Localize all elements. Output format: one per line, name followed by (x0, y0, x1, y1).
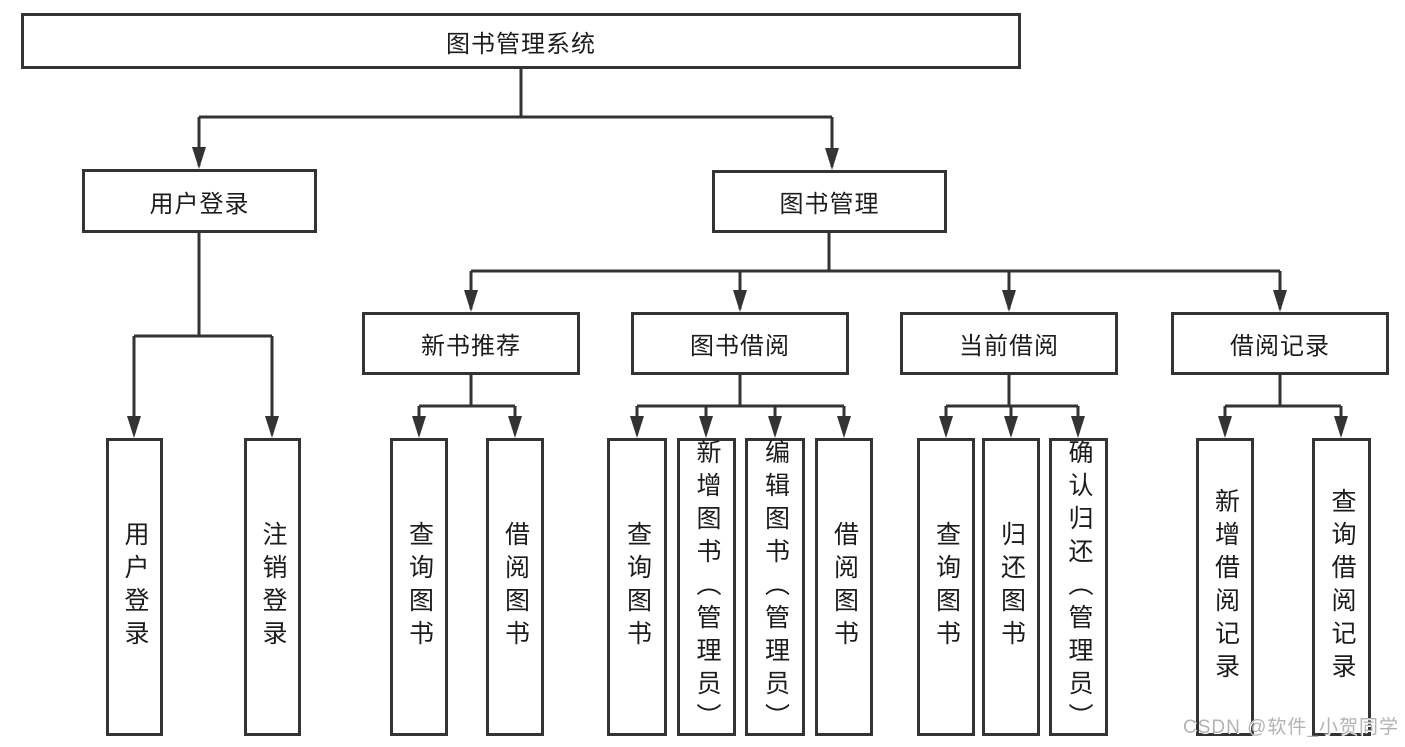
node-new-book-recommend: 新书推荐 (362, 312, 580, 375)
leaf-user-login: 用户登录 (106, 438, 163, 736)
leaf-newrec-query-books-label: 查询图书 (405, 521, 434, 653)
leaf-records-query-record-label: 查询借阅记录 (1328, 488, 1356, 686)
node-borrow-records-label: 借阅记录 (1230, 333, 1330, 360)
leaf-current-query-books: 查询图书 (917, 438, 975, 736)
leaf-current-confirm-return-admin: 确认归还（管理员） (1049, 438, 1108, 736)
leaf-current-return-books: 归还图书 (982, 438, 1040, 736)
leaf-borrow-add-books-admin-label: 新增图书（管理员） (693, 438, 721, 736)
leaf-borrow-query-books: 查询图书 (607, 438, 667, 736)
leaf-borrow-add-books-admin: 新增图书（管理员） (677, 438, 736, 736)
leaf-newrec-borrow-books-label: 借阅图书 (501, 521, 530, 653)
node-system-root-label: 图书管理系统 (446, 30, 596, 58)
node-current-borrow-label: 当前借阅 (959, 333, 1059, 360)
node-book-management: 图书管理 (712, 170, 947, 233)
leaf-borrow-borrow-books-label: 借阅图书 (830, 521, 859, 653)
node-user-login-label: 用户登录 (149, 190, 250, 218)
node-borrow-records: 借阅记录 (1171, 312, 1389, 375)
node-current-borrow: 当前借阅 (900, 312, 1118, 375)
leaf-records-add-record: 新增借阅记录 (1196, 438, 1254, 736)
leaf-records-add-record-label: 新增借阅记录 (1211, 488, 1240, 686)
leaf-borrow-borrow-books: 借阅图书 (815, 438, 873, 736)
csdn-watermark: CSDN @软件_小贺同学 (1183, 717, 1399, 738)
node-user-login: 用户登录 (82, 169, 317, 233)
leaf-newrec-borrow-books: 借阅图书 (486, 438, 544, 736)
node-new-book-recommend-label: 新书推荐 (421, 333, 521, 360)
leaf-records-query-record: 查询借阅记录 (1312, 438, 1371, 736)
leaf-borrow-query-books-label: 查询图书 (623, 521, 652, 653)
node-book-borrow: 图书借阅 (631, 312, 849, 375)
leaf-borrow-edit-books-admin-label: 编辑图书（管理员） (761, 438, 790, 736)
leaf-logout-login-label: 注销登录 (259, 521, 287, 653)
leaf-current-return-books-label: 归还图书 (997, 521, 1026, 653)
node-system-root: 图书管理系统 (21, 13, 1021, 69)
leaf-logout-login: 注销登录 (244, 438, 301, 736)
node-book-management-label: 图书管理 (779, 191, 880, 218)
leaf-newrec-query-books: 查询图书 (390, 438, 448, 736)
leaf-current-confirm-return-admin-label: 确认归还（管理员） (1065, 438, 1093, 736)
leaf-borrow-edit-books-admin: 编辑图书（管理员） (745, 438, 805, 736)
node-book-borrow-label: 图书借阅 (690, 333, 790, 360)
leaf-user-login-label: 用户登录 (121, 521, 149, 653)
leaf-current-query-books-label: 查询图书 (932, 521, 961, 653)
